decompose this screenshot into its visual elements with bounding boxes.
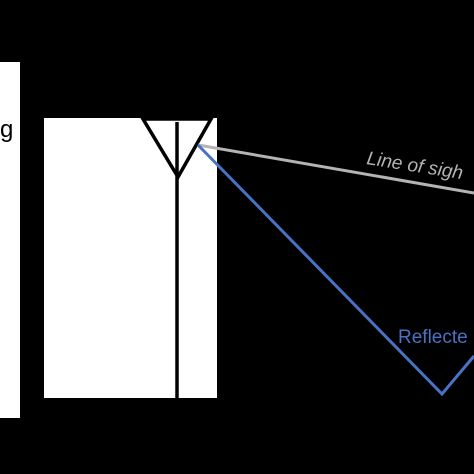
line-of-sight-label: Line of sigh (365, 148, 464, 184)
antenna-icon (139, 117, 215, 398)
line-of-sight-path (197, 143, 474, 195)
antenna-panel (44, 118, 217, 398)
reflected-label: Reflecte (398, 327, 468, 348)
left-panel (0, 62, 20, 418)
left-panel-label-fragment: g (0, 116, 13, 143)
reflected-path (196, 143, 474, 397)
